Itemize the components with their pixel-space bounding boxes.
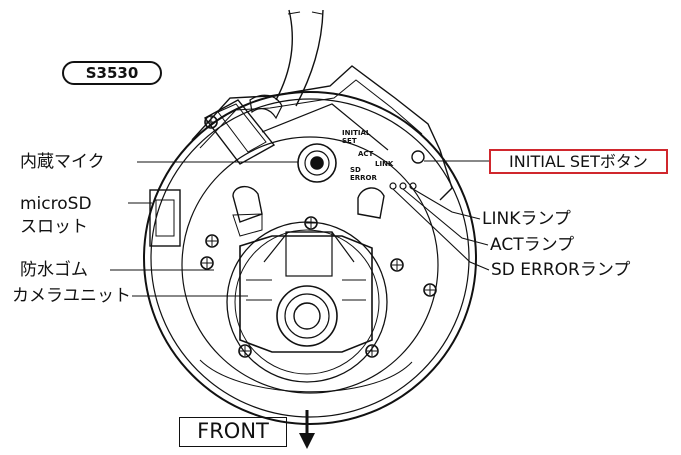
callout-act-lamp: ACTランプ: [490, 235, 575, 255]
leader-lines: [110, 160, 490, 297]
model-label: S3530: [62, 61, 162, 85]
board-mark-initial: INITIAL: [342, 129, 371, 137]
board-mark-error: ERROR: [350, 174, 377, 182]
front-label: FRONT: [179, 417, 287, 447]
callout-camera-unit: カメラユニット: [12, 286, 131, 306]
front-arrow: [299, 410, 315, 449]
camera-body: [143, 9, 477, 425]
callout-microsd-line1: microSD: [20, 194, 92, 214]
callout-gasket: 防水ゴム: [20, 260, 88, 280]
callout-initial-set-button: INITIAL SETボタン: [489, 149, 668, 174]
board-mark-set: SET: [342, 137, 357, 145]
callout-link-lamp: LINKランプ: [482, 209, 571, 229]
callout-microsd-line2: スロット: [20, 217, 88, 237]
board-mark-link: LINK: [375, 160, 394, 168]
callout-mic: 内蔵マイク: [20, 152, 105, 172]
board-mark-sd: SD: [350, 166, 361, 174]
callout-sd-error-lamp: SD ERRORランプ: [491, 260, 631, 280]
board-mark-act: ACT: [358, 150, 374, 158]
